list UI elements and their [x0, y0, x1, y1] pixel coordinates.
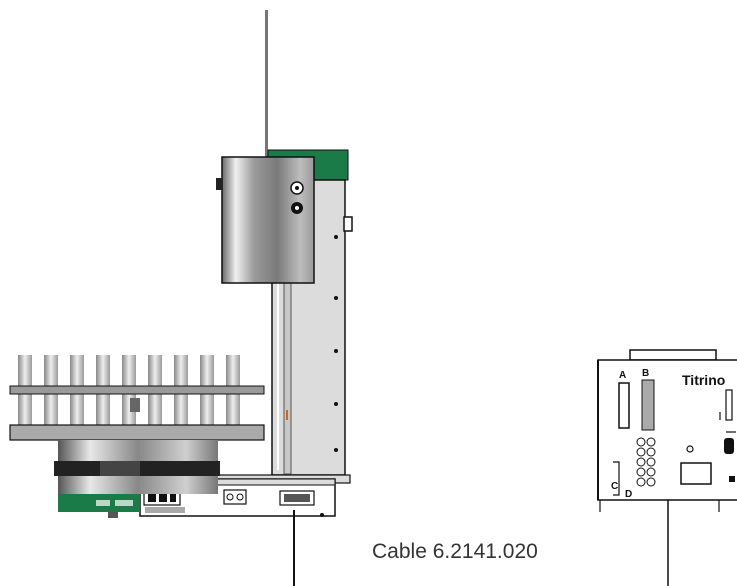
- cable-caption: Cable 6.2141.020: [372, 540, 538, 563]
- rack-pot: [58, 440, 218, 461]
- titrino-top-tab: [629, 349, 717, 361]
- socket-d: [636, 437, 656, 487]
- panel-screw: [686, 445, 694, 453]
- rack-plate-bottom: [9, 424, 265, 441]
- guide-rod: [283, 281, 292, 475]
- base-connector: [223, 489, 247, 505]
- socket-a-label: A: [619, 370, 626, 381]
- panel-window: [680, 462, 712, 485]
- socket-c-label: C: [611, 481, 618, 492]
- side-knob: [343, 216, 353, 232]
- socket-b: [641, 379, 655, 431]
- socket-b-label: B: [642, 368, 649, 379]
- device-title: Titrino: [682, 372, 725, 388]
- socket-a: [618, 382, 630, 429]
- electrode-rod: [265, 10, 268, 170]
- socket-d-label: D: [625, 489, 632, 500]
- panel-slot: [725, 389, 733, 421]
- socket-c: [613, 461, 620, 496]
- titration-head: [221, 156, 315, 284]
- rack-plate-top: [9, 385, 265, 395]
- panel-knob: [724, 438, 734, 454]
